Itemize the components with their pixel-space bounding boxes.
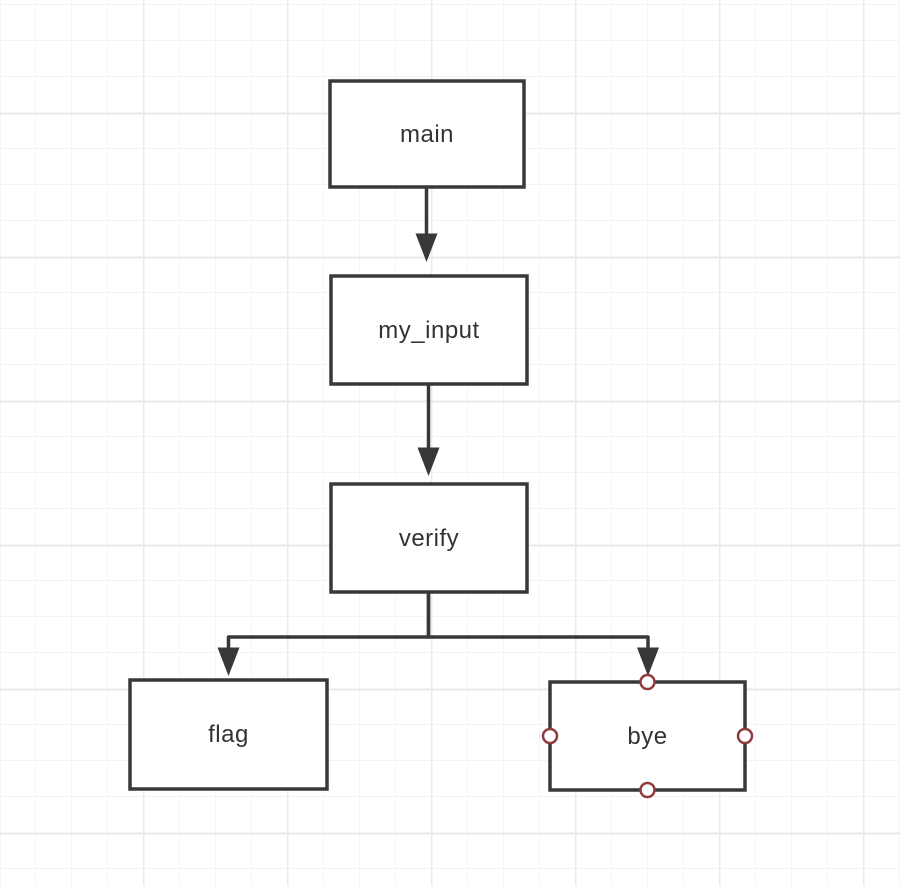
node-main-box[interactable]: [328, 79, 526, 189]
resize-handle-top[interactable]: [639, 673, 656, 691]
node-main-label: main: [400, 121, 454, 148]
node-flag[interactable]: flag: [128, 678, 329, 791]
arrowhead-icon[interactable]: [415, 233, 438, 263]
edge-my_input-to-verify[interactable]: [417, 384, 440, 477]
node-verify-label: verify: [399, 525, 459, 552]
node-bye-label: bye: [627, 723, 667, 750]
edge-line[interactable]: [226, 592, 431, 650]
edge-main-to-my_input[interactable]: [415, 187, 438, 263]
selection-handles-bye: [541, 673, 754, 799]
resize-handle-right[interactable]: [736, 727, 754, 745]
node-my_input-label: my_input: [378, 317, 479, 344]
resize-handle-bottom[interactable]: [639, 781, 656, 799]
node-my_input-box[interactable]: [329, 274, 529, 386]
arrowhead-icon[interactable]: [417, 447, 440, 477]
node-verify[interactable]: verify: [329, 482, 529, 594]
edge-verify-to-flag[interactable]: [217, 592, 431, 677]
node-main[interactable]: main: [328, 79, 526, 189]
node-bye[interactable]: bye: [548, 680, 747, 792]
node-flag-label: flag: [208, 721, 249, 748]
edge-line[interactable]: [426, 592, 650, 650]
node-my_input[interactable]: my_input: [329, 274, 529, 386]
resize-handle-left[interactable]: [541, 727, 559, 745]
arrowhead-icon[interactable]: [217, 647, 240, 677]
edge-verify-to-bye[interactable]: [426, 592, 660, 677]
arrowhead-icon[interactable]: [637, 647, 659, 677]
node-verify-box[interactable]: [329, 482, 529, 594]
node-flag-box[interactable]: [128, 678, 329, 791]
